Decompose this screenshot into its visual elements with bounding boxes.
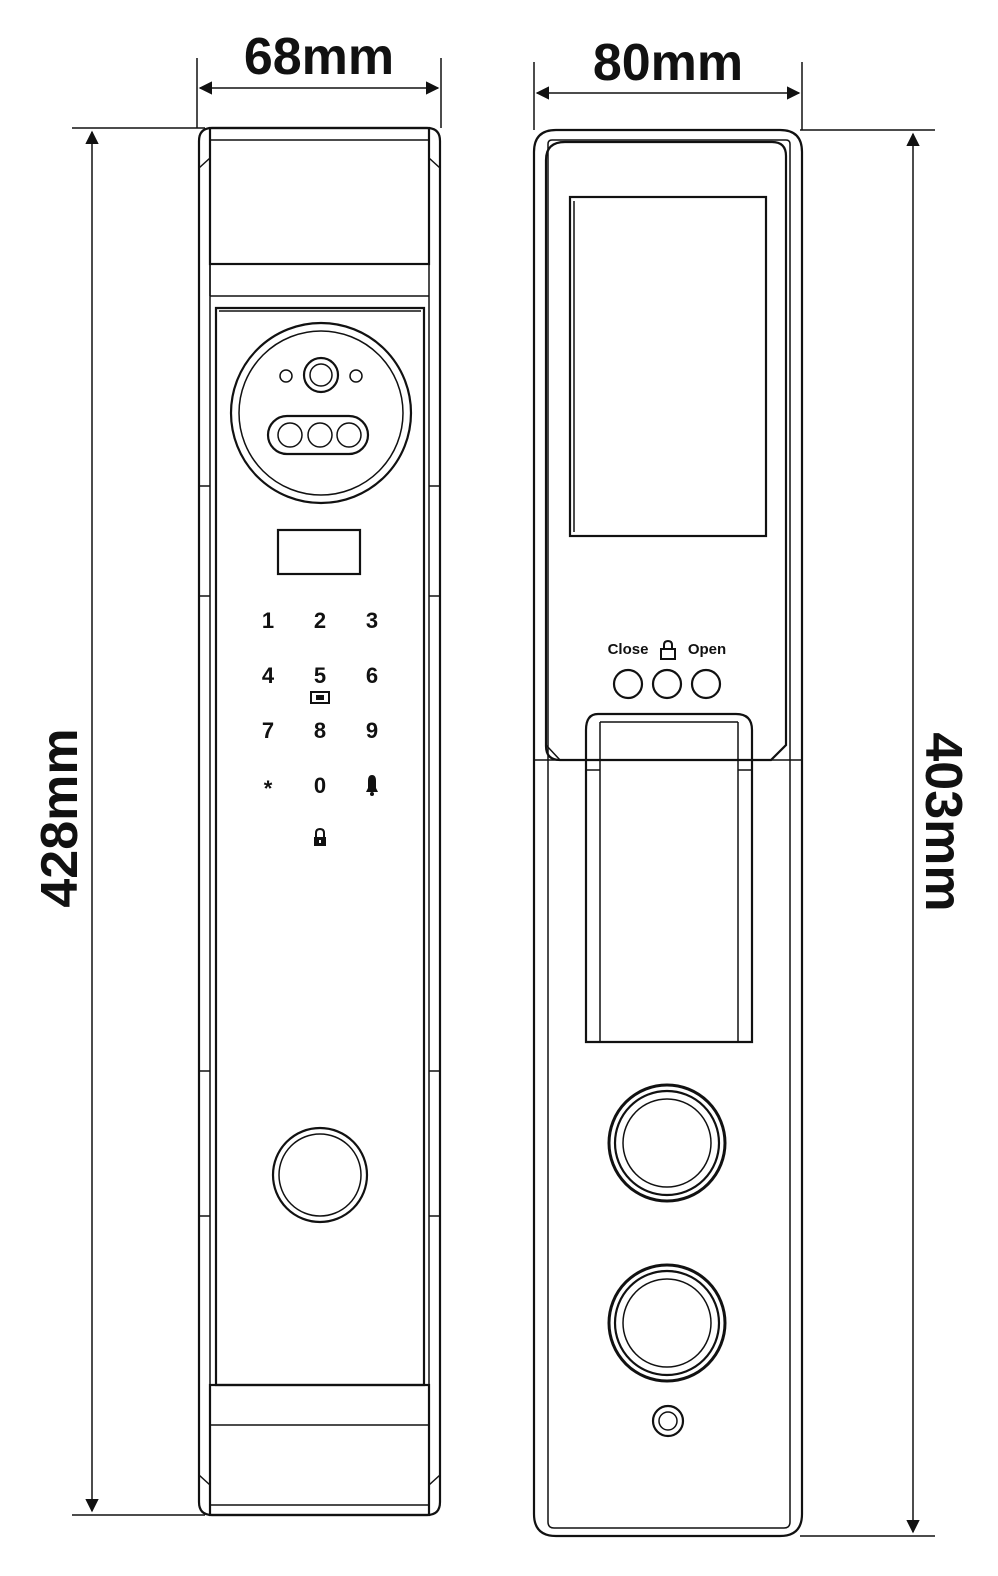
back-view: Close Open: [532, 128, 804, 1538]
open-button[interactable]: [690, 668, 722, 700]
doorbell-icon[interactable]: [366, 775, 378, 796]
key-7[interactable]: 7: [262, 718, 274, 743]
open-button-label: Open: [688, 641, 726, 658]
key-5[interactable]: 5: [314, 663, 326, 688]
front-width-dimension: 68mm: [196, 28, 442, 128]
front-bottom-cap: [208, 1383, 431, 1517]
back-outer-body: [532, 128, 804, 1538]
front-height-label: 428mm: [31, 728, 89, 907]
back-width-dimension: 80mm: [533, 34, 803, 130]
back-height-label: 403mm: [914, 732, 972, 911]
front-width-label: 68mm: [244, 28, 394, 86]
face-recognition-sensor: [266, 414, 370, 456]
key-1[interactable]: 1: [262, 608, 274, 633]
back-height-dimension: 403mm: [800, 129, 972, 1537]
front-view: 1 2 3 4 5 6 7 8 9 * 0: [197, 126, 442, 1517]
back-upper-panel: [544, 140, 788, 762]
front-top-cap: [208, 126, 431, 266]
fingerprint-sensor[interactable]: [271, 1126, 369, 1224]
key-0[interactable]: 0: [314, 773, 326, 798]
back-width-label: 80mm: [593, 34, 743, 92]
camera-module: [229, 321, 413, 505]
lock-icon[interactable]: [314, 827, 326, 846]
camera-lens-icon: [302, 356, 340, 394]
close-button[interactable]: [612, 668, 644, 700]
key-6[interactable]: 6: [366, 663, 378, 688]
keyhole-icon[interactable]: [651, 1404, 685, 1438]
front-outer-body: [197, 126, 442, 1517]
front-face-panel: [214, 306, 426, 1387]
key-4[interactable]: 4: [262, 663, 275, 688]
keypad[interactable]: 1 2 3 4 5 6 7 8 9 * 0: [262, 608, 378, 846]
lock-button[interactable]: [651, 668, 683, 700]
ir-sensor-right-icon: [349, 369, 363, 383]
lock-status-icon: [660, 639, 676, 660]
key-9[interactable]: 9: [366, 718, 378, 743]
card-reader-window: [276, 528, 362, 576]
key-8[interactable]: 8: [314, 718, 326, 743]
card-reader-icon: [310, 691, 330, 704]
key-star[interactable]: *: [264, 776, 273, 801]
ir-sensor-left-icon: [279, 369, 293, 383]
back-buttons: Close Open: [608, 639, 726, 700]
upper-knob[interactable]: [607, 1083, 727, 1203]
lower-knob[interactable]: [607, 1263, 727, 1383]
key-2[interactable]: 2: [314, 608, 326, 633]
front-height-dimension: 428mm: [31, 127, 205, 1516]
close-button-label: Close: [608, 641, 649, 658]
door-handle[interactable]: [584, 712, 754, 1044]
key-3[interactable]: 3: [366, 608, 378, 633]
display-screen: [568, 195, 768, 538]
